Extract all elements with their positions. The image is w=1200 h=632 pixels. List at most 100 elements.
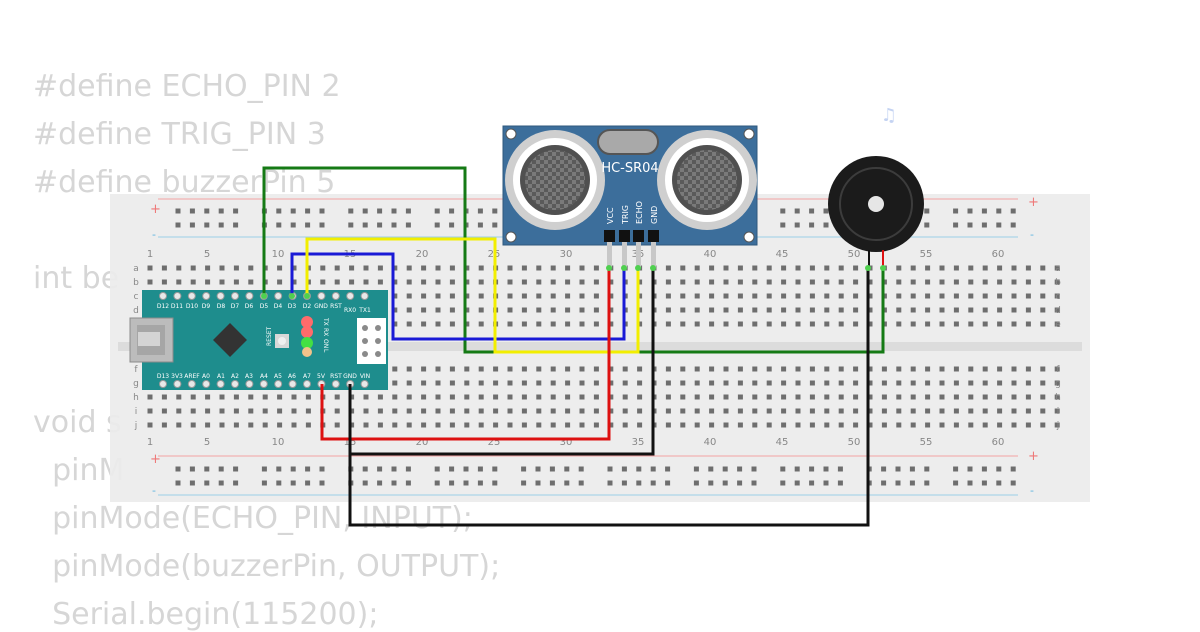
breadboard-hole bbox=[867, 394, 873, 400]
column-number: 25 bbox=[488, 437, 501, 448]
wire-black[interactable] bbox=[348, 268, 870, 527]
column-number: 40 bbox=[704, 249, 717, 260]
breadboard-hole bbox=[867, 307, 873, 313]
breadboard-hole bbox=[464, 380, 470, 386]
rail-minus-label: - bbox=[1030, 484, 1034, 497]
breadboard-hole bbox=[363, 422, 369, 428]
breadboard-hole bbox=[1054, 293, 1060, 299]
nano-pin-label: D6 bbox=[245, 303, 254, 310]
breadboard-hole bbox=[939, 408, 945, 414]
breadboard-hole bbox=[175, 480, 181, 486]
breadboard-hole bbox=[909, 480, 915, 486]
breadboard-hole bbox=[997, 366, 1003, 372]
breadboard-hole bbox=[637, 394, 643, 400]
breadboard-hole bbox=[291, 265, 297, 271]
breadboard-hole bbox=[1054, 422, 1060, 428]
row-letter: h bbox=[133, 393, 139, 403]
breadboard-hole bbox=[190, 422, 196, 428]
breadboard-hole bbox=[406, 279, 412, 285]
nano-pin-label: GND bbox=[343, 373, 357, 380]
breadboard-hole bbox=[622, 394, 628, 400]
breadboard-hole bbox=[276, 466, 282, 472]
breadboard-hole bbox=[593, 408, 599, 414]
breadboard-hole bbox=[809, 222, 815, 228]
led-label: TX bbox=[322, 317, 329, 326]
breadboard-hole bbox=[939, 422, 945, 428]
breadboard-hole bbox=[478, 321, 484, 327]
breadboard-hole bbox=[565, 394, 571, 400]
breadboard-hole bbox=[219, 394, 225, 400]
breadboard-hole bbox=[939, 321, 945, 327]
breadboard-hole bbox=[967, 208, 973, 214]
breadboard-hole bbox=[434, 208, 440, 214]
wire-yellow[interactable] bbox=[305, 237, 640, 354]
breadboard-hole bbox=[218, 466, 224, 472]
wire-green[interactable] bbox=[262, 166, 885, 354]
breadboard-hole bbox=[953, 208, 959, 214]
breadboard-hole bbox=[853, 293, 859, 299]
breadboard-hole bbox=[421, 394, 427, 400]
breadboard-hole bbox=[392, 321, 398, 327]
breadboard-hole bbox=[464, 394, 470, 400]
breadboard-hole bbox=[392, 279, 398, 285]
breadboard-hole bbox=[536, 394, 542, 400]
breadboard-hole bbox=[147, 408, 153, 414]
breadboard-hole bbox=[953, 321, 959, 327]
wire-blue[interactable] bbox=[290, 252, 626, 341]
breadboard-hole bbox=[233, 222, 239, 228]
breadboard-hole bbox=[421, 408, 427, 414]
breadboard-hole bbox=[896, 408, 902, 414]
breadboard-hole bbox=[305, 422, 311, 428]
breadboard-hole bbox=[363, 265, 369, 271]
row-letter: b bbox=[1055, 278, 1061, 288]
breadboard-hole bbox=[175, 208, 181, 214]
breadboard-hole bbox=[348, 222, 354, 228]
nano-header-pin bbox=[245, 292, 254, 300]
led-label: RX bbox=[322, 328, 329, 336]
breadboard-hole bbox=[953, 380, 959, 386]
breadboard-hole bbox=[349, 408, 355, 414]
breadboard-hole bbox=[953, 366, 959, 372]
breadboard-hole bbox=[536, 279, 542, 285]
breadboard-hole bbox=[737, 307, 743, 313]
piezo-buzzer[interactable]: ♫ bbox=[828, 105, 924, 268]
breadboard-hole bbox=[795, 265, 801, 271]
breadboard-hole bbox=[233, 265, 239, 271]
column-number: 55 bbox=[920, 249, 933, 260]
breadboard-hole bbox=[421, 265, 427, 271]
breadboard-hole bbox=[953, 279, 959, 285]
sensor-pin-label: VCC bbox=[606, 207, 615, 224]
breadboard-hole bbox=[895, 480, 901, 486]
wire-red[interactable] bbox=[320, 268, 611, 441]
breadboard-hole bbox=[968, 366, 974, 372]
breadboard-hole bbox=[694, 321, 700, 327]
breadboard-hole bbox=[982, 279, 988, 285]
breadboard-hole bbox=[377, 408, 383, 414]
breadboard-hole bbox=[305, 408, 311, 414]
breadboard-hole bbox=[593, 265, 599, 271]
breadboard-hole bbox=[680, 408, 686, 414]
arduino-nano[interactable]: RESET TX RX ON L D12 D11 D10 D9 D8 D7 D6… bbox=[129, 290, 388, 390]
breadboard-hole bbox=[161, 422, 167, 428]
breadboard-hole bbox=[766, 422, 772, 428]
breadboard-hole bbox=[809, 422, 815, 428]
column-number: 30 bbox=[560, 249, 573, 260]
breadboard-hole bbox=[694, 366, 700, 372]
ultrasonic-sensor[interactable]: HC-SR04 VCC TRIG ECHO GND bbox=[502, 125, 758, 268]
breadboard-hole bbox=[392, 422, 398, 428]
breadboard-hole bbox=[838, 321, 844, 327]
breadboard-hole bbox=[536, 366, 542, 372]
breadboard-hole bbox=[953, 265, 959, 271]
breadboard-hole bbox=[637, 422, 643, 428]
breadboard-hole bbox=[219, 408, 225, 414]
breadboard-hole bbox=[709, 366, 715, 372]
breadboard-hole bbox=[464, 422, 470, 428]
nano-pin-label: D4 bbox=[274, 303, 283, 310]
breadboard-hole bbox=[996, 466, 1002, 472]
breadboard-hole bbox=[910, 265, 916, 271]
wire-black[interactable] bbox=[348, 268, 655, 456]
breadboard-hole bbox=[997, 265, 1003, 271]
breadboard-hole bbox=[622, 408, 628, 414]
breadboard-hole bbox=[565, 422, 571, 428]
breadboard-hole bbox=[781, 321, 787, 327]
